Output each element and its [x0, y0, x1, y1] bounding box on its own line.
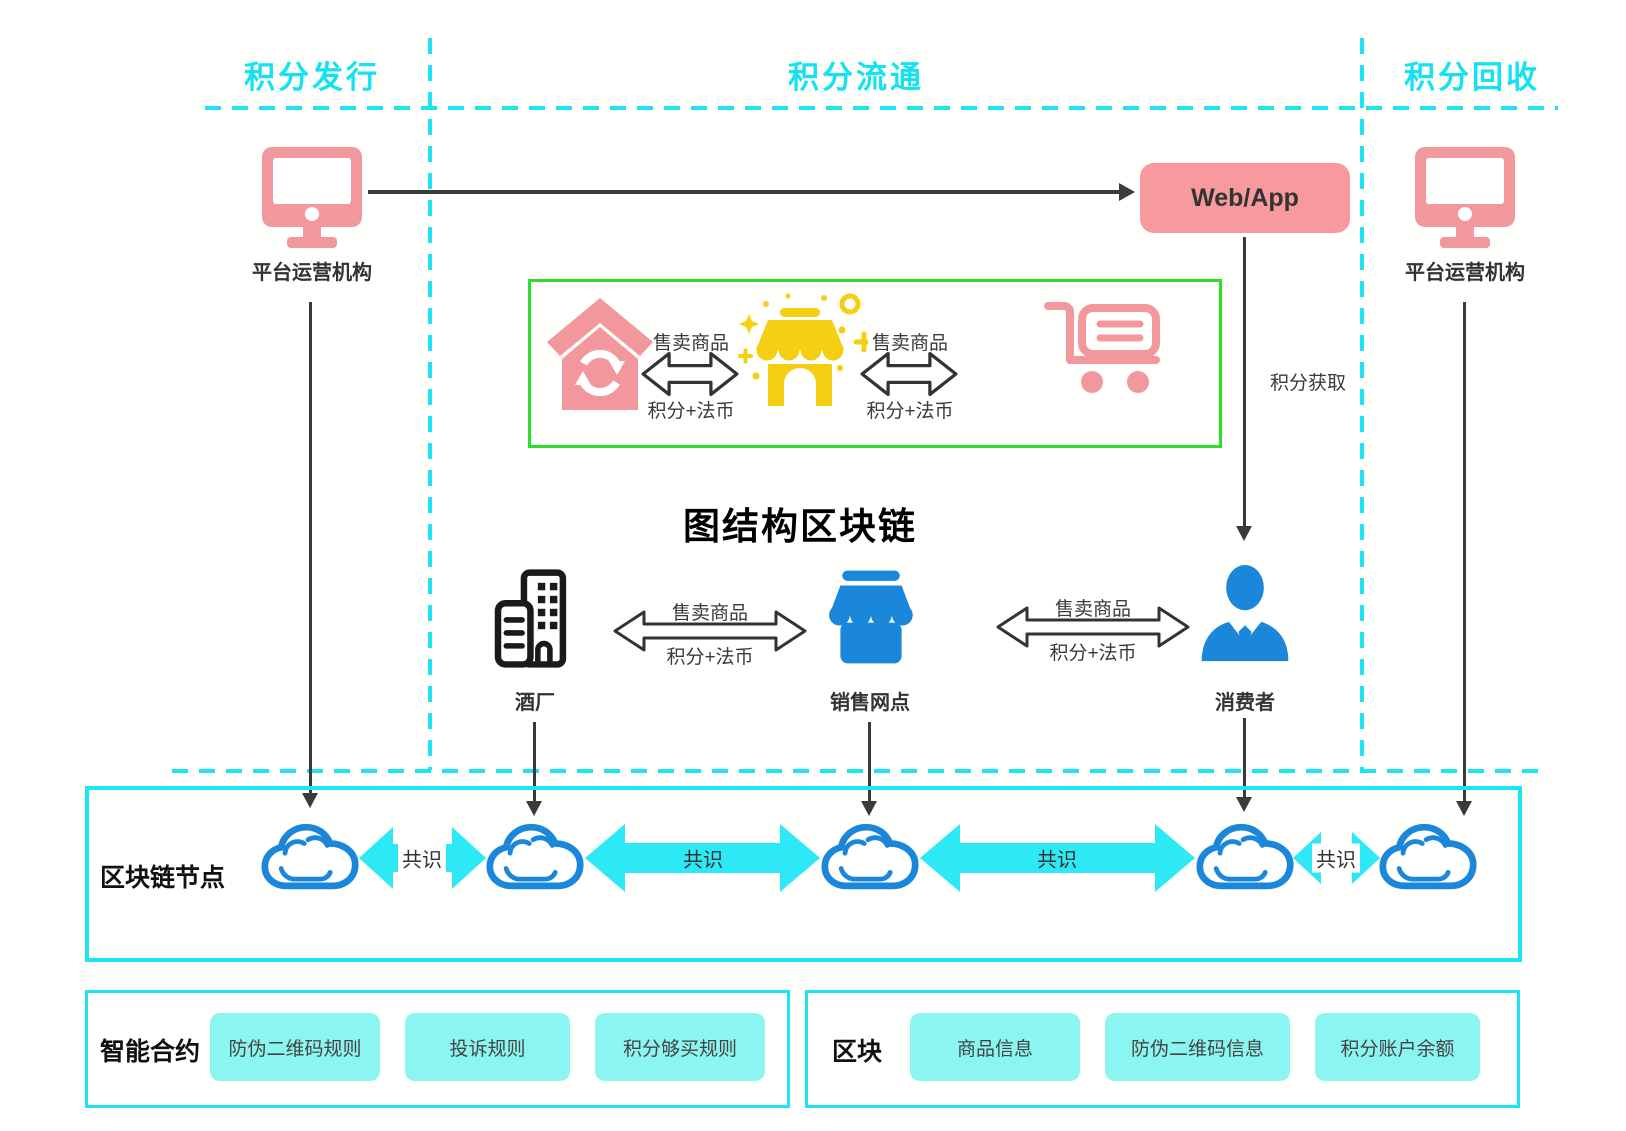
label-blockchain-nodes: 区块链节点 — [100, 864, 226, 892]
monitor-icon-right — [1410, 145, 1520, 249]
section-title-points-recycle: 积分回收 — [1404, 60, 1540, 95]
label-block: 区块 — [832, 1038, 883, 1066]
label-platform-right: 平台运营机构 — [1405, 262, 1525, 284]
label-points-fiat-1: 积分+法币 — [647, 401, 735, 422]
consensus-arrow-3 — [918, 822, 1197, 894]
exchange-arrow-winery-outlet — [612, 608, 808, 654]
divider-right-vertical-dashed — [1360, 38, 1364, 770]
webapp-box: Web/App — [1140, 163, 1350, 233]
blockchain-title: 图结构区块链 — [683, 506, 917, 547]
smart-contract-box — [85, 990, 790, 1108]
label-sell-goods-1: 售卖商品 — [652, 333, 730, 354]
consumer-icon — [1196, 558, 1294, 670]
arrow-webapp-to-consumer — [1235, 237, 1252, 541]
cloud-node-2 — [485, 818, 585, 896]
label-consensus-4: 共识 — [1312, 843, 1360, 873]
market-icon — [736, 290, 868, 412]
arrow-consumer-down — [1235, 718, 1252, 812]
divider-top-dashed — [205, 106, 1558, 110]
chip-qrcode-info: 防伪二维码信息 — [1105, 1013, 1290, 1081]
arrow-winery-down — [525, 722, 542, 816]
chip-rule-points-buy: 积分够买规则 — [595, 1013, 765, 1081]
label-sell-goods-2: 售卖商品 — [871, 333, 949, 354]
label-sell-goods-4: 售卖商品 — [1054, 599, 1132, 620]
label-points-fiat-3: 积分+法币 — [666, 647, 754, 668]
label-points-fiat-4: 积分+法币 — [1049, 643, 1137, 664]
label-outlet: 销售网点 — [830, 692, 910, 714]
section-title-points-issue: 积分发行 — [244, 60, 380, 95]
label-smart-contract: 智能合约 — [100, 1038, 201, 1066]
arrow-platform-right-down — [1455, 302, 1472, 816]
consensus-arrow-2 — [583, 822, 822, 894]
arrow-platform-left-down — [301, 302, 318, 808]
divider-left-vertical-dashed — [428, 38, 432, 770]
cloud-node-1 — [260, 818, 360, 896]
exchange-arrow-house-market — [638, 348, 742, 400]
divider-bottom-dashed — [172, 769, 1545, 773]
cloud-node-5 — [1378, 818, 1478, 896]
chip-rule-qrcode: 防伪二维码规则 — [210, 1013, 380, 1081]
recycle-house-icon — [545, 296, 655, 414]
winery-icon — [492, 568, 580, 670]
cart-icon — [1042, 296, 1164, 400]
arrow-outlet-down — [860, 722, 877, 816]
exchange-arrow-outlet-consumer — [995, 604, 1191, 650]
chip-rule-complaint: 投诉规则 — [405, 1013, 570, 1081]
cloud-node-4 — [1195, 818, 1295, 896]
label-winery: 酒厂 — [515, 692, 555, 714]
block-box — [805, 990, 1520, 1108]
outlet-icon — [820, 566, 922, 668]
label-consensus-2: 共识 — [683, 849, 723, 872]
label-consensus-3: 共识 — [1037, 849, 1077, 872]
label-points-get: 积分获取 — [1269, 373, 1347, 394]
blockchain-nodes-box — [85, 786, 1522, 962]
label-points-fiat-2: 积分+法币 — [866, 401, 954, 422]
label-consensus-1: 共识 — [398, 843, 446, 873]
arrow-platform-to-webapp — [368, 183, 1135, 201]
monitor-icon-left — [257, 145, 367, 249]
label-consumer: 消费者 — [1215, 692, 1275, 714]
exchange-arrow-market-cart — [856, 348, 962, 400]
cloud-node-3 — [820, 818, 920, 896]
chip-points-balance: 积分账户余额 — [1315, 1013, 1480, 1081]
section-title-points-circulate: 积分流通 — [788, 60, 924, 95]
exchange-green-box — [528, 279, 1222, 448]
label-sell-goods-3: 售卖商品 — [671, 603, 749, 624]
label-platform-left: 平台运营机构 — [252, 262, 372, 284]
chip-goods-info: 商品信息 — [910, 1013, 1080, 1081]
